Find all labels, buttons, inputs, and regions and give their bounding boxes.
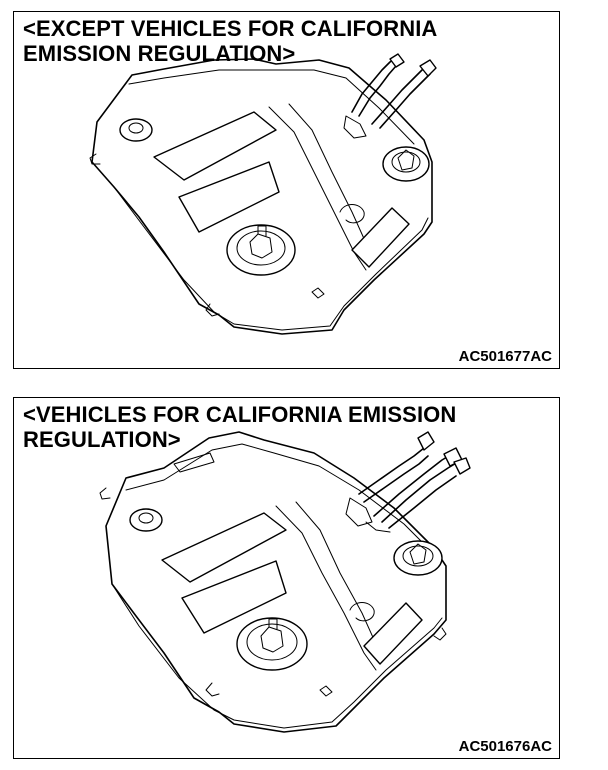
tank-clip <box>311 287 325 299</box>
tank-pad-middle <box>181 560 287 634</box>
mounting-tab-bottom <box>205 303 220 317</box>
fuel-hose-3 <box>388 475 457 529</box>
fuel-hose-1 <box>351 58 395 113</box>
mounting-tab-left <box>89 153 101 165</box>
tank-outline <box>105 431 447 733</box>
tank-pad-right <box>363 602 423 665</box>
hose-connector-1 <box>417 431 435 451</box>
tank-pad-right <box>351 207 410 268</box>
fuel-pump-flange <box>236 617 308 671</box>
tank-pad-top <box>153 111 277 181</box>
fuel-pump-flange <box>226 224 296 276</box>
diagram-panel-except-california: <EXCEPT VEHICLES FOR CALIFORNIA EMISSION… <box>13 11 560 369</box>
panel-title-line-1: <VEHICLES FOR CALIFORNIA EMISSION <box>23 402 457 427</box>
hose-bracket <box>345 497 373 527</box>
panel-title-line-1: <EXCEPT VEHICLES FOR CALIFORNIA <box>23 16 438 41</box>
tank-saddle-valley <box>275 505 377 671</box>
diagram-panel-california: <VEHICLES FOR CALIFORNIA EMISSION REGULA… <box>13 397 560 759</box>
fuel-gauge-unit <box>382 146 430 182</box>
panel-title: <VEHICLES FOR CALIFORNIA EMISSION REGULA… <box>23 402 456 452</box>
tank-top-ridge <box>128 69 415 145</box>
fuel-tank-illustration <box>89 53 437 335</box>
mounting-tab-bottom <box>205 682 220 697</box>
tank-dimple <box>349 602 375 622</box>
fuel-hose-2 <box>373 453 453 517</box>
panel-title-line-2: REGULATION> <box>23 427 181 452</box>
tank-lower-shell <box>113 186 429 331</box>
mounting-tab-left <box>99 487 111 500</box>
tank-saddle-valley <box>268 106 367 271</box>
hose-connector-3 <box>453 457 471 475</box>
tank-dimple <box>339 204 365 224</box>
tank-top-ridge <box>125 443 435 555</box>
tank-lower-shell <box>111 583 443 729</box>
tank-outline <box>91 58 433 335</box>
fuel-hose-1 <box>358 447 425 495</box>
fuel-cap-left <box>129 508 163 532</box>
hose-bracket <box>343 115 367 139</box>
tank-top-pad <box>173 452 215 473</box>
figure-code: AC501676AC <box>458 738 552 755</box>
panel-title-line-2: EMISSION REGULATION> <box>23 41 296 66</box>
tank-pad-top <box>161 512 287 583</box>
tank-clip <box>319 685 333 697</box>
tank-pad-middle <box>178 161 280 233</box>
figure-code: AC501677AC <box>458 348 552 365</box>
fuel-tank-illustration <box>99 431 471 733</box>
mounting-tab-right <box>433 627 447 641</box>
fuel-cap-left <box>119 118 153 142</box>
panel-title: <EXCEPT VEHICLES FOR CALIFORNIA EMISSION… <box>23 16 437 66</box>
fuel-hose-2 <box>371 67 425 125</box>
